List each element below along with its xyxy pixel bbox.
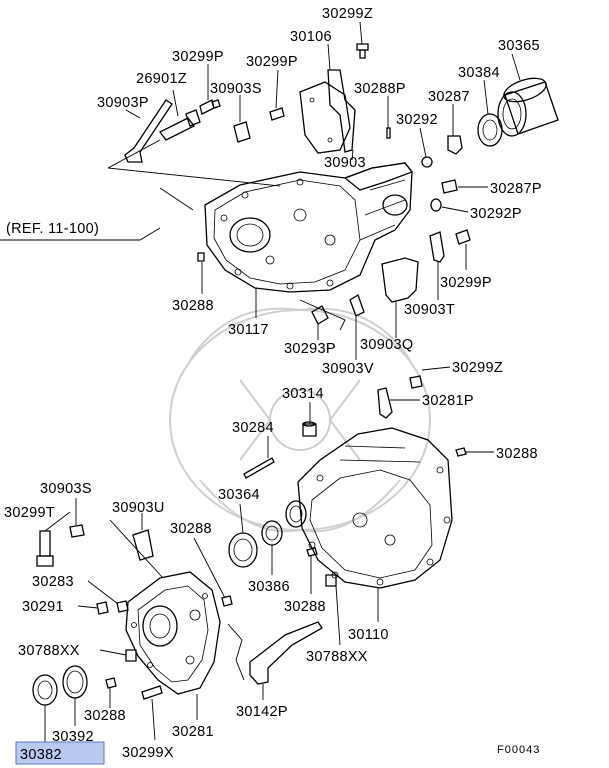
bolt-30299Z-mid[interactable] — [409, 375, 423, 389]
shield-30392[interactable] — [62, 665, 88, 699]
dowel-30288-b[interactable] — [455, 447, 467, 457]
bracket-30903Q[interactable] — [381, 257, 419, 303]
part-labels: 30299Z 30106 30365 30299P 30299P 26901Z … — [4, 6, 542, 765]
sensor-26901Z[interactable] — [159, 109, 201, 141]
cover-30106[interactable] — [299, 69, 356, 154]
front-housing-30117[interactable] — [204, 162, 414, 293]
label-30291[interactable]: 30291 — [22, 599, 64, 615]
seal-30364[interactable] — [228, 532, 258, 568]
label-30281P[interactable]: 30281P — [422, 393, 474, 409]
clip-30903S-top[interactable] — [233, 121, 251, 143]
label-30288-b[interactable]: 30288 — [496, 446, 538, 462]
label-30364[interactable]: 30364 — [218, 487, 260, 503]
pin-30288P[interactable] — [386, 127, 391, 139]
extension-housing-30281[interactable] — [125, 571, 221, 695]
label-30288P[interactable]: 30288P — [354, 81, 406, 97]
seal-30386[interactable] — [261, 520, 283, 546]
label-30299P-b[interactable]: 30299P — [246, 54, 298, 70]
label-30903S-top[interactable]: 30903S — [210, 81, 262, 97]
label-30903V[interactable]: 30903V — [322, 361, 374, 377]
leader-lines — [0, 21, 521, 742]
plug-30788XX-b[interactable] — [325, 574, 337, 587]
bolt-30299Z-top[interactable] — [356, 43, 369, 59]
label-30142P[interactable]: 30142P — [236, 704, 288, 720]
label-30287[interactable]: 30287 — [428, 89, 470, 105]
nut-30283[interactable] — [116, 600, 129, 613]
label-30299X[interactable]: 30299X — [122, 745, 174, 761]
label-30288-c[interactable]: 30288 — [170, 521, 212, 537]
plug-30287[interactable] — [447, 135, 463, 155]
label-30382-highlighted[interactable]: 30382 — [20, 747, 62, 763]
label-30288-e[interactable]: 30288 — [84, 708, 126, 724]
dowel-30288-e[interactable] — [105, 677, 117, 689]
bracket-30903T[interactable] — [429, 231, 445, 263]
nut-30291[interactable] — [96, 601, 109, 615]
label-30299Z-top[interactable]: 30299Z — [322, 6, 373, 22]
label-reference[interactable]: (REF. 11-100) — [6, 221, 99, 237]
label-30299Z-mid[interactable]: 30299Z — [452, 360, 503, 376]
label-30288-a[interactable]: 30288 — [172, 298, 214, 314]
dowel-30288-a[interactable] — [197, 252, 205, 262]
plug-30788XX-a[interactable] — [125, 649, 137, 662]
label-30299P-a[interactable]: 30299P — [172, 49, 224, 65]
bolt-30299P-b[interactable] — [269, 107, 285, 121]
rear-housing-30110[interactable] — [285, 427, 453, 589]
oring-30292[interactable] — [421, 156, 433, 168]
watermark-emblem — [169, 307, 431, 533]
highlight-box — [15, 741, 105, 765]
label-30903U[interactable]: 30903U — [112, 500, 165, 516]
bolt-30299P-a[interactable] — [199, 99, 221, 115]
bracket-30142P[interactable] — [249, 621, 323, 685]
label-26901Z[interactable]: 26901Z — [136, 71, 187, 87]
plug-30287P[interactable] — [441, 179, 458, 194]
label-30788XX-b[interactable]: 30788XX — [306, 649, 368, 665]
label-30903T[interactable]: 30903T — [404, 302, 455, 318]
diagram-code: F00043 — [497, 744, 540, 756]
label-30106[interactable]: 30106 — [290, 29, 332, 45]
clip-30903V[interactable] — [349, 294, 365, 317]
cover-30365[interactable] — [497, 74, 559, 137]
label-30292P[interactable]: 30292P — [470, 206, 522, 222]
label-30903P[interactable]: 30903P — [97, 95, 149, 111]
label-30293P[interactable]: 30293P — [284, 341, 336, 357]
bracket-30903P[interactable] — [124, 99, 173, 163]
label-30299P-c[interactable]: 30299P — [440, 275, 492, 291]
clip-30903S-low[interactable] — [69, 524, 85, 538]
label-30288-d[interactable]: 30288 — [284, 599, 326, 615]
bracket-30281P[interactable] — [377, 387, 393, 419]
label-30365[interactable]: 30365 — [498, 38, 540, 54]
bolt-30299T[interactable] — [36, 530, 54, 567]
label-30287P[interactable]: 30287P — [490, 181, 542, 197]
oring-30292P[interactable] — [430, 198, 442, 212]
label-30384[interactable]: 30384 — [458, 65, 500, 81]
label-30284[interactable]: 30284 — [232, 420, 274, 436]
label-30292[interactable]: 30292 — [396, 112, 438, 128]
seal-30382[interactable] — [32, 674, 58, 706]
label-30903Q[interactable]: 30903Q — [360, 337, 413, 353]
bracket-30903U[interactable] — [132, 529, 154, 561]
dowel-30288-d[interactable] — [306, 547, 318, 557]
label-30299T[interactable]: 30299T — [4, 505, 55, 521]
dowel-30288-c[interactable] — [221, 595, 233, 607]
label-30117[interactable]: 30117 — [228, 322, 269, 338]
label-30392[interactable]: 30392 — [52, 729, 94, 745]
label-30903[interactable]: 30903 — [324, 155, 366, 171]
stud-30284[interactable] — [243, 457, 275, 479]
label-30283[interactable]: 30283 — [32, 574, 74, 590]
label-30386[interactable]: 30386 — [248, 579, 290, 595]
label-30903S-low[interactable]: 30903S — [40, 481, 92, 497]
label-30281[interactable]: 30281 — [172, 724, 214, 740]
label-30314[interactable]: 30314 — [282, 386, 324, 402]
bolt-30299X[interactable] — [141, 685, 163, 700]
label-30788XX-a[interactable]: 30788XX — [18, 643, 80, 659]
cap-30314[interactable] — [302, 421, 317, 437]
bolt-30299P-c[interactable] — [455, 229, 471, 245]
label-30110[interactable]: 30110 — [348, 627, 389, 643]
